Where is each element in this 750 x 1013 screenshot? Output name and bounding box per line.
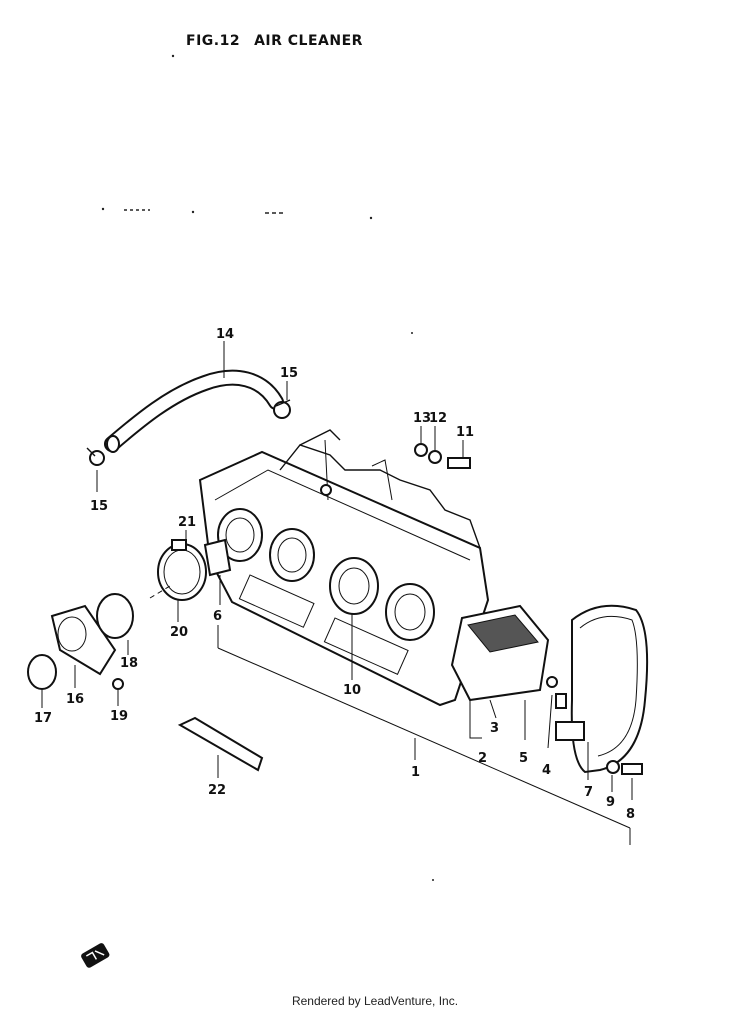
callout-22: 22 xyxy=(208,783,226,798)
intake-joint xyxy=(27,593,134,690)
callout-7: 7 xyxy=(584,785,593,800)
callout-6: 6 xyxy=(213,609,222,624)
callout-18: 18 xyxy=(120,656,138,671)
manufacturer-logo-icon xyxy=(81,943,110,968)
figure-name: AIR CLEANER xyxy=(254,33,363,49)
callout-15-upper: 15 xyxy=(280,366,298,381)
figure-title: FIG.12 AIR CLEANER xyxy=(186,33,377,49)
callout-9: 9 xyxy=(606,795,615,810)
housing-bracket xyxy=(203,538,232,577)
callout-12: 12 xyxy=(429,411,447,426)
strap xyxy=(177,716,264,772)
callout-14: 14 xyxy=(216,327,234,342)
breather-hose xyxy=(104,369,284,453)
scan-specks xyxy=(101,54,434,881)
intake-boots xyxy=(217,508,435,641)
callout-2: 2 xyxy=(478,751,487,766)
filter-element xyxy=(450,604,550,702)
callout-10: 10 xyxy=(343,683,361,698)
callout-11: 11 xyxy=(456,425,474,440)
callout-21: 21 xyxy=(178,515,196,530)
callout-17: 17 xyxy=(34,711,52,726)
callout-labels: 14 15 15 13 12 11 21 20 6 10 18 16 17 19… xyxy=(34,327,635,822)
figure-number: FIG.12 xyxy=(186,33,241,49)
hose-clamp-left xyxy=(86,447,105,466)
leader-lines xyxy=(41,341,633,845)
callout-5: 5 xyxy=(519,751,528,766)
callout-19: 19 xyxy=(110,709,128,724)
hose-clamp-upper xyxy=(273,399,291,419)
callout-13: 13 xyxy=(413,411,431,426)
callout-16: 16 xyxy=(66,692,84,707)
footer-credit: Rendered by LeadVenture, Inc. xyxy=(291,994,459,1008)
callout-3: 3 xyxy=(490,721,499,736)
callout-4: 4 xyxy=(542,763,551,778)
hardware-small-parts xyxy=(414,443,643,775)
callout-8: 8 xyxy=(626,807,635,822)
callout-15-left: 15 xyxy=(90,499,108,514)
callout-1: 1 xyxy=(411,765,420,780)
hose-band-clamp xyxy=(157,539,207,601)
air-cleaner-cover xyxy=(555,604,649,774)
callout-20: 20 xyxy=(170,625,188,640)
